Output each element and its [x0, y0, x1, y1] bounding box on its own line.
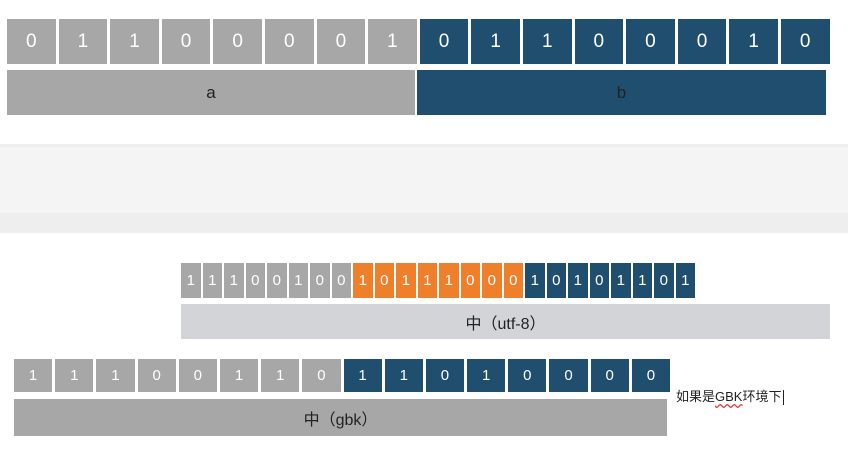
gbk-byte1-bit-2: 1 [96, 359, 135, 392]
gbk-byte1-bit-0: 1 [14, 359, 53, 392]
bit-b-7: 0 [780, 19, 830, 64]
utf8-byte2-bit-6: 0 [482, 263, 502, 298]
utf8-byte2-bit-1: 0 [374, 263, 394, 298]
label-a: a [7, 70, 415, 115]
gbk-note-text[interactable]: 如果是GBK环境下 [676, 386, 784, 406]
utf8-byte1-bit-4: 0 [267, 263, 287, 298]
bit-a-1: 1 [58, 19, 108, 64]
utf8-byte1-bit-2: 1 [224, 263, 244, 298]
utf8-byte3-bit-1: 0 [546, 263, 566, 298]
utf8-byte1-bit-5: 1 [288, 263, 308, 298]
utf8-label: 中（utf-8） [181, 304, 830, 339]
utf8-byte2-bit-4: 1 [439, 263, 459, 298]
spacer-panel [0, 147, 848, 213]
utf8-byte1-bit-1: 1 [202, 263, 222, 298]
bit-a-5: 0 [264, 19, 314, 64]
note-spellcheck-word: GBK [715, 389, 743, 404]
bit-b-1: 1 [471, 19, 520, 64]
utf8-byte3-bit-3: 0 [589, 263, 609, 298]
gbk-label: 中（gbk） [14, 399, 667, 436]
bit-a-3: 0 [161, 19, 211, 64]
note-prefix: 如果是 [676, 389, 716, 404]
gbk-byte1-bit-4: 0 [178, 359, 217, 392]
bit-b-4: 0 [626, 19, 675, 64]
gbk-byte2-bit-6: 0 [590, 359, 629, 392]
gbk-byte1-bit-7: 0 [302, 359, 341, 392]
gbk-byte1-bit-1: 1 [55, 359, 94, 392]
ab-bit-row: 0 1 1 0 0 0 0 1 0 1 1 0 0 0 1 0 [7, 19, 830, 64]
gbk-byte1-bit-5: 1 [219, 359, 259, 392]
bit-a-6: 0 [316, 19, 366, 64]
gbk-byte1-bit-3: 0 [137, 359, 176, 392]
text-caret [782, 390, 784, 406]
utf8-byte1-bit-3: 0 [245, 263, 265, 298]
utf8-byte2-bit-0: 1 [353, 263, 373, 298]
utf8-byte3-bit-6: 0 [654, 263, 674, 298]
utf8-byte2-bit-7: 0 [503, 263, 523, 298]
gbk-byte2-bit-4: 0 [508, 359, 547, 392]
bit-a-2: 1 [110, 19, 159, 64]
bit-b-3: 0 [574, 19, 624, 64]
gbk-bit-row: 1 1 1 0 0 1 1 0 1 1 0 1 0 0 0 0 [14, 359, 670, 392]
utf8-byte1-bit-0: 1 [181, 263, 201, 298]
utf8-byte1-bit-7: 0 [331, 263, 351, 298]
bit-b-5: 0 [677, 19, 727, 64]
utf8-byte3-bit-2: 1 [568, 263, 588, 298]
bit-a-0: 0 [7, 19, 56, 64]
gbk-byte2-bit-3: 1 [467, 359, 506, 392]
bit-b-0: 0 [419, 19, 469, 64]
bit-b-6: 1 [729, 19, 778, 64]
utf8-byte3-bit-5: 1 [632, 263, 652, 298]
gbk-byte2-bit-0: 1 [343, 359, 382, 392]
bit-a-7: 1 [368, 19, 417, 64]
label-b: b [417, 70, 826, 115]
utf8-bit-row: 1 1 1 0 0 1 0 0 1 0 1 1 1 0 0 0 1 0 1 0 … [181, 263, 695, 298]
utf8-byte3-bit-0: 1 [525, 263, 545, 298]
gbk-byte2-bit-2: 0 [425, 359, 465, 392]
bit-a-4: 0 [213, 19, 262, 64]
gbk-byte2-bit-5: 0 [549, 359, 588, 392]
utf8-byte2-bit-2: 1 [396, 263, 416, 298]
gbk-byte2-bit-7: 0 [631, 359, 670, 392]
utf8-byte3-bit-4: 1 [611, 263, 631, 298]
gbk-byte1-bit-6: 1 [261, 359, 300, 392]
gbk-byte2-bit-1: 1 [384, 359, 423, 392]
bit-b-2: 1 [522, 19, 572, 64]
utf8-byte2-bit-5: 0 [460, 263, 480, 298]
utf8-byte1-bit-6: 0 [310, 263, 330, 298]
note-suffix: 环境下 [742, 389, 782, 404]
utf8-byte2-bit-3: 1 [417, 263, 437, 298]
utf8-byte3-bit-7: 1 [675, 263, 695, 298]
